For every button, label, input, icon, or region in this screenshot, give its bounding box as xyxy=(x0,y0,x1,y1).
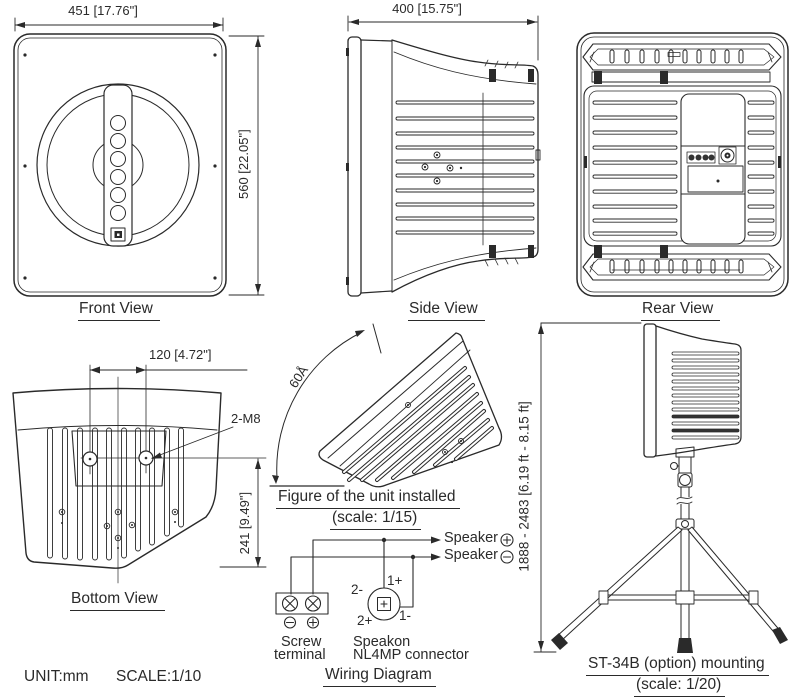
speaker-negative-icon xyxy=(500,550,514,564)
side-mount-inserts xyxy=(489,69,534,258)
installed-figure-label: Figure of the unit installed xyxy=(276,488,460,510)
front-width-dim-text: 451 [17.76"] xyxy=(68,3,138,18)
tripod-stand xyxy=(551,456,788,653)
bottom-view-drawing xyxy=(12,364,267,584)
speakon-text-1: Speakon xyxy=(353,634,411,650)
tripod-speaker-ribs xyxy=(671,351,740,440)
side-width-dim-text: 400 [15.75"] xyxy=(392,1,462,16)
tripod-mounting-drawing xyxy=(533,322,788,653)
speaker-negative-text: Speaker xyxy=(444,547,499,563)
unit-note: UNIT:mm xyxy=(24,668,89,685)
front-width-dimension xyxy=(14,17,224,32)
screw-terminal-text-2: terminal xyxy=(274,647,326,663)
speakon-text-2: NL4MP connector xyxy=(353,647,469,663)
side-view-drawing xyxy=(346,15,541,297)
rear-screw-terminal-block xyxy=(686,151,716,164)
thread-note-leader xyxy=(151,426,234,459)
side-pole-mount-holes xyxy=(421,151,463,185)
speakon-connector-symbol xyxy=(367,539,414,621)
side-ribs xyxy=(395,100,535,235)
tripod-feet xyxy=(551,627,788,653)
brand-logo-badge xyxy=(110,227,126,242)
front-screw-dots xyxy=(23,53,217,280)
tripod-mounting-label: ST-34B (option) mounting xyxy=(586,655,769,677)
front-height-dimension xyxy=(228,35,265,296)
rear-connector-panel xyxy=(680,93,746,245)
pin-2minus-text: 2- xyxy=(351,582,364,597)
side-view-label: Side View xyxy=(408,300,485,322)
bottom-height-dim-text: 241 [9.49"] xyxy=(236,491,252,555)
rear-view-label: Rear View xyxy=(641,300,721,322)
wiring-diagram-drawing xyxy=(275,533,514,629)
tripod-height-dim-text: 1888 - 2483 [6.19 ft - 8.15 ft] xyxy=(516,401,532,572)
front-view-label: Front View xyxy=(78,300,160,322)
bottom-hole-spacing-dimension xyxy=(89,366,248,374)
rear-speakon-connector xyxy=(718,146,737,165)
speaker-positive-text: Speaker xyxy=(444,530,499,546)
rear-view-drawing xyxy=(576,32,789,297)
minus-terminal-icon xyxy=(283,616,297,629)
installed-ribs xyxy=(342,366,494,482)
tripod-scale-label: (scale: 1/20) xyxy=(634,676,726,698)
mounting-holes xyxy=(80,364,267,475)
screw-terminal-text-1: Screw xyxy=(281,634,322,650)
screw-terminal-symbol xyxy=(275,592,329,629)
scale-note: SCALE:1/10 xyxy=(116,668,202,685)
bottom-view-label: Bottom View xyxy=(70,590,165,612)
side-width-dimension xyxy=(347,15,539,61)
plus-terminal-icon xyxy=(306,616,320,629)
tripod-speaker xyxy=(643,323,742,458)
installed-scale-label: (scale: 1/15) xyxy=(330,509,422,531)
center-bar xyxy=(103,84,133,247)
pin-1minus-text: 1- xyxy=(399,608,412,623)
bottom-hole-spacing-dim-text: 120 [4.72"] xyxy=(149,347,212,362)
pin-1plus-text: 1+ xyxy=(387,573,403,588)
speaker-positive-icon xyxy=(500,533,514,547)
thread-note-text: 2-M8 xyxy=(231,411,261,426)
angle-dimension-arc xyxy=(272,330,365,484)
installed-figure-drawing xyxy=(269,323,503,488)
bottom-height-dimension xyxy=(219,458,267,568)
front-view-drawing xyxy=(13,17,265,297)
rear-bottom-handle xyxy=(582,253,782,281)
bottom-grille-slots xyxy=(47,427,184,561)
wiring-diagram-label: Wiring Diagram xyxy=(323,666,436,688)
mounting-plate xyxy=(71,430,167,487)
tripod-height-dimension xyxy=(533,322,642,653)
bottom-small-holes xyxy=(58,508,179,549)
pin-2plus-text: 2+ xyxy=(357,613,373,628)
front-height-dim-text: 560 [22.05"] xyxy=(235,129,251,199)
rear-ribs xyxy=(592,100,775,236)
rear-top-handle xyxy=(582,43,782,71)
tweeter-ports xyxy=(110,115,126,221)
